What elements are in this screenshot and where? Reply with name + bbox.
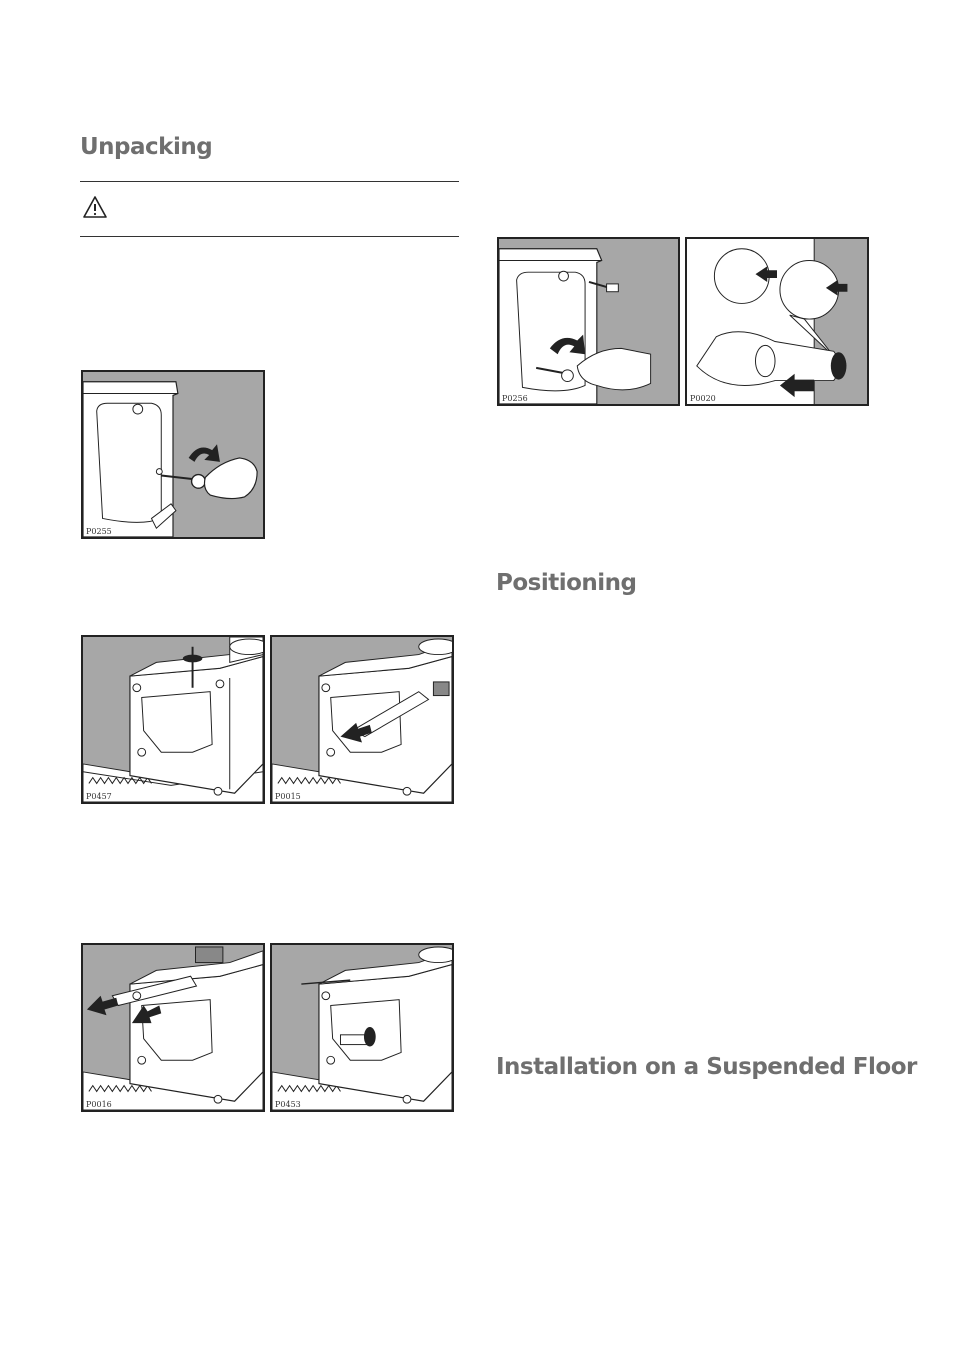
figure-code: P0256 [501,394,529,403]
figure-remove-spacer-bolt: P0256 [497,237,680,406]
figure-code: P0255 [85,527,113,536]
figure-remove-rear-bolt: P0255 [81,370,265,539]
figure-code: P0020 [689,394,717,403]
heading-unpacking: Unpacking [80,134,213,160]
warning-rule-bottom [80,236,459,237]
figure-code: P0453 [274,1100,302,1109]
warning-rule-top [80,181,459,182]
heading-positioning: Positioning [496,570,637,596]
figure-remove-top-screw: P0457 [81,635,265,804]
warning-triangle-icon [83,196,107,218]
figure-insert-plug: P0453 [270,943,454,1112]
figure-code: P0457 [85,792,113,801]
figure-slide-bracket: P0015 [270,635,454,804]
figure-insert-hole-plug: P0020 [685,237,869,406]
heading-suspended-floor: Installation on a Suspended Floor [496,1054,917,1080]
figure-pull-out-bracket: P0016 [81,943,265,1112]
figure-code: P0016 [85,1100,113,1109]
figure-code: P0015 [274,792,302,801]
